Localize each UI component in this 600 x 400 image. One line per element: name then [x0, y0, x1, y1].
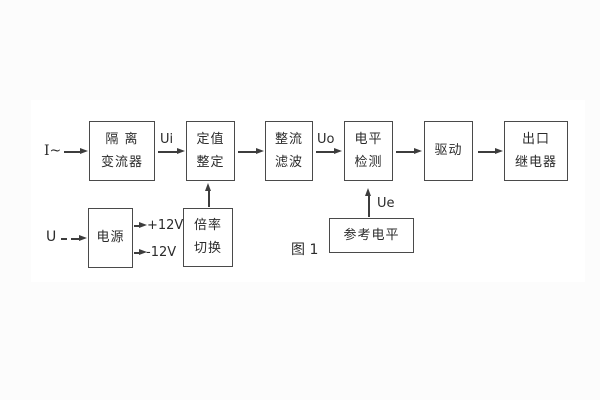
block-label: 定值	[196, 131, 225, 147]
figure-caption: 图 1	[291, 242, 319, 258]
block-setting-adjust: 定值 整定	[186, 121, 235, 181]
block-label: 切换	[193, 241, 222, 256]
block-label: 驱动	[434, 143, 463, 158]
arrow-voltage-to-power	[71, 235, 87, 241]
block-drive: 驱动	[424, 121, 473, 181]
rail-label-positive: +12V	[147, 218, 184, 233]
arrow-drive-to-relay	[478, 148, 503, 154]
block-isolation-transformer: 隔 离 变流器	[89, 121, 155, 181]
block-label: 出口	[521, 131, 550, 147]
block-output-relay: 出口 继电器	[504, 121, 568, 181]
arrow-reference-to-level	[365, 188, 371, 217]
arrow-power-rail-positive	[134, 222, 147, 228]
block-label: 检测	[354, 154, 383, 170]
block-power-supply: 电源	[88, 208, 133, 268]
block-label: 电平	[354, 131, 383, 147]
arrow-setting-to-rectifier	[238, 148, 264, 154]
block-label: 隔 离	[105, 131, 139, 147]
block-label: 参考电平	[343, 227, 400, 243]
signal-label-ue: Ue	[377, 196, 395, 211]
block-rectifier-filter: 整流 滤波	[265, 121, 313, 181]
block-reference-level: 参考电平	[329, 218, 414, 253]
block-ratio-switch: 倍率 切换	[183, 208, 233, 267]
block-label: 滤波	[274, 154, 303, 170]
arrow-isolation-to-setting	[158, 148, 185, 154]
block-label: 倍率	[193, 218, 222, 233]
block-label: 整流	[274, 131, 303, 147]
block-label: 整定	[196, 154, 225, 170]
block-label: 继电器	[514, 154, 557, 170]
arrow-rectifier-to-level	[316, 148, 342, 154]
arrow-power-rail-negative	[134, 249, 147, 255]
rail-label-negative: -12V	[146, 245, 177, 260]
arrow-ratio-to-setting	[205, 183, 211, 207]
arrow-level-to-drive	[396, 148, 422, 154]
block-level-detect: 电平 检测	[344, 121, 393, 181]
arrow-current-to-isolation	[64, 148, 88, 154]
block-label: 变流器	[100, 154, 143, 170]
current-input-label: I~	[44, 143, 62, 159]
signal-label-ui: Ui	[160, 132, 174, 147]
dash-voltage-input	[61, 238, 67, 240]
voltage-input-label: U	[46, 229, 57, 245]
block-label: 电源	[96, 230, 125, 245]
signal-label-uo: Uo	[317, 132, 335, 147]
